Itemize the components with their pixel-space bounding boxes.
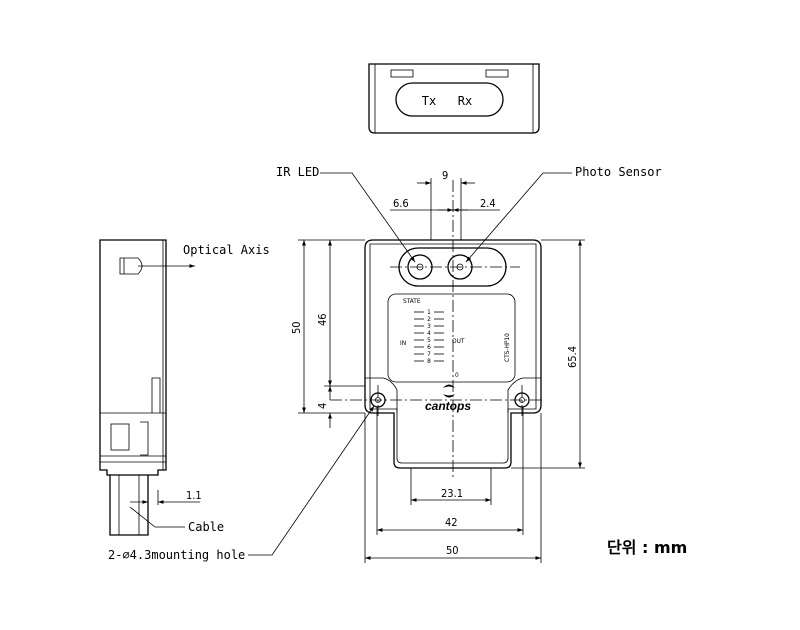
in-label: IN [400, 339, 406, 347]
tx-label: Tx [422, 94, 436, 108]
dim-46: 46 [316, 313, 329, 326]
lens-window [395, 82, 504, 117]
brand-logo-text: cantops [425, 399, 471, 413]
dimensions: 9 6.6 2.4 50 46 4 65.4 23.1 [290, 169, 585, 563]
scale-6: 6 [427, 343, 431, 351]
cable-label: Cable [188, 520, 224, 534]
dim-1-1: 1.1 [186, 489, 202, 502]
out-label: OUT [452, 337, 465, 345]
callouts: IR LED Photo Sensor 2-⌀4.3mounting hole [108, 165, 662, 562]
indicator-panel [387, 293, 516, 383]
side-led-window [110, 423, 130, 451]
dim-2-4: 2.4 [480, 197, 496, 210]
indicator-scale: 1 2 3 4 5 6 7 8 [414, 308, 444, 365]
scale-8: 8 [427, 357, 431, 365]
scale-4: 4 [427, 329, 431, 337]
photo-sensor-label: Photo Sensor [575, 165, 662, 179]
zero-label: 0 [455, 371, 459, 379]
dim-50-height: 50 [290, 321, 303, 334]
rx-label: Rx [458, 94, 472, 108]
cantops-logo-icon [443, 384, 455, 398]
unit-label: 단위 : mm [607, 538, 687, 557]
dim-42: 42 [445, 516, 458, 529]
cable [109, 475, 149, 536]
optical-axis-label: Optical Axis [183, 243, 270, 257]
scale-7: 7 [427, 350, 431, 358]
state-label: STATE [403, 297, 421, 305]
mounting-hole-label: 2-⌀4.3mounting hole [108, 548, 245, 562]
side-lens [119, 257, 143, 275]
dim-9: 9 [442, 169, 448, 182]
model-label: CTS-HP10 [503, 333, 511, 362]
scale-5: 5 [427, 336, 431, 344]
dim-23-1: 23.1 [441, 487, 463, 500]
dim-6-6: 6.6 [393, 197, 409, 210]
scale-2: 2 [427, 315, 431, 323]
dim-50-width: 50 [446, 544, 459, 557]
scale-3: 3 [427, 322, 431, 330]
ir-led-label: IR LED [276, 165, 319, 179]
dim-4: 4 [316, 403, 329, 409]
side-view: Optical Axis 1.1 Cable [99, 239, 270, 536]
top-view: Tx Rx [368, 63, 540, 134]
front-view: STATE 1 2 3 4 5 6 7 8 IN OUT 0 CTS-HP10 [330, 180, 545, 478]
dim-65-4: 65.4 [566, 346, 579, 368]
scale-1: 1 [427, 308, 431, 316]
